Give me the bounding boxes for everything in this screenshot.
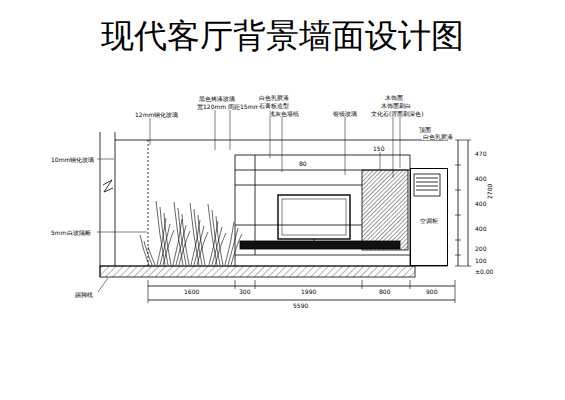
dimension: 1990 bbox=[300, 288, 317, 295]
plant-stroke bbox=[182, 214, 189, 265]
unit-label: 空调柜 bbox=[411, 217, 447, 224]
plant-stroke bbox=[216, 216, 223, 265]
dimension: 200 bbox=[474, 245, 487, 252]
dimension: 400 bbox=[474, 225, 487, 232]
plant-stroke bbox=[197, 232, 208, 265]
dimension: 400 bbox=[474, 200, 487, 207]
plant-stroke bbox=[198, 215, 205, 265]
plant-stroke bbox=[144, 241, 152, 265]
dimension: 2700 bbox=[486, 183, 493, 200]
drawing-title: 现代客厅背景墙面设计图 bbox=[0, 14, 565, 59]
dimension: 800 bbox=[378, 288, 391, 295]
dimension: 5590 bbox=[292, 302, 309, 309]
dimension: 300 bbox=[238, 288, 251, 295]
material-note: 白色乳胶漆 bbox=[258, 94, 290, 101]
material-note: 黑色烤漆玻璃 bbox=[198, 95, 236, 102]
material-note: 木饰面 bbox=[384, 94, 404, 101]
material-note: 10mm钢化玻璃 bbox=[50, 156, 95, 163]
level-mark: ±0.00 bbox=[474, 268, 494, 275]
dimension: 470 bbox=[474, 150, 487, 157]
plant-stroke bbox=[231, 234, 242, 265]
material-note: 宽120mm 间距15mm bbox=[196, 103, 260, 110]
material-note: 银镜玻璃 bbox=[332, 110, 358, 117]
material-note: 白色乳胶漆 bbox=[422, 133, 454, 140]
material-note: 顶面 bbox=[418, 126, 432, 133]
material-note: 5mm白玻隔断 bbox=[50, 229, 92, 236]
dimension: 1600 bbox=[183, 288, 200, 295]
dimension: 100 bbox=[474, 257, 487, 264]
material-note: 木饰面刷白 bbox=[380, 102, 412, 109]
dimension: 900 bbox=[425, 288, 438, 295]
material-note: 文化石(背面刷深色) bbox=[370, 110, 425, 117]
dimension: 400 bbox=[474, 175, 487, 182]
material-note: 石膏板造型 bbox=[258, 102, 290, 109]
material-note: 踢脚线 bbox=[74, 291, 94, 298]
dimension: 150 bbox=[372, 145, 385, 152]
plant-stroke bbox=[164, 213, 171, 265]
air-conditioner: 空调柜 bbox=[410, 168, 448, 266]
material-note: 12mm钢化玻璃 bbox=[134, 111, 179, 118]
dimension: 80 bbox=[298, 160, 308, 167]
material-note: 浅灰色墙纸 bbox=[268, 110, 300, 117]
plant-stroke bbox=[148, 247, 155, 265]
plant-stroke bbox=[215, 233, 226, 265]
plant-stroke bbox=[140, 235, 149, 265]
